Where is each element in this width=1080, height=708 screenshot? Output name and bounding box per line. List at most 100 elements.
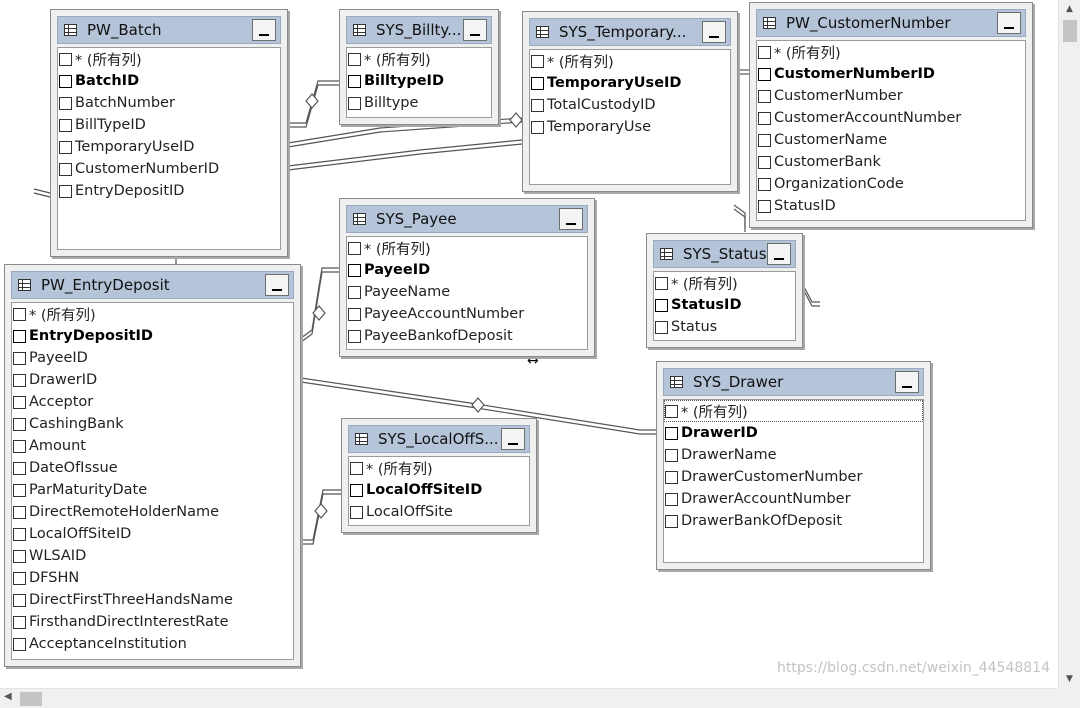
column-row[interactable]: DrawerID [12, 369, 293, 391]
checkbox-icon[interactable] [13, 461, 26, 475]
checkbox-icon[interactable] [531, 54, 544, 68]
checkbox-icon[interactable] [13, 549, 26, 563]
checkbox-icon[interactable] [665, 470, 678, 484]
column-row[interactable]: CustomerNumberID [58, 158, 280, 180]
minimize-icon[interactable] [559, 208, 583, 230]
column-row[interactable]: PayeeAccountNumber [347, 303, 587, 325]
checkbox-icon[interactable] [348, 329, 361, 343]
relationship-line[interactable] [287, 143, 523, 171]
column-row[interactable]: CustomerBank [757, 151, 1025, 173]
checkbox-icon[interactable] [655, 298, 668, 312]
checkbox-icon[interactable] [13, 593, 26, 607]
column-row[interactable]: CustomerNumber [757, 85, 1025, 107]
column-row[interactable]: BillTypeID [58, 114, 280, 136]
checkbox-icon[interactable] [348, 52, 361, 66]
scroll-down-icon[interactable]: ▼ [1066, 674, 1073, 684]
scroll-up-icon[interactable]: ▲ [1066, 4, 1073, 14]
relationship-line[interactable] [300, 381, 656, 435]
checkbox-icon[interactable] [348, 74, 361, 88]
column-row[interactable]: PayeeID [347, 259, 587, 281]
checkbox-icon[interactable] [758, 111, 771, 125]
column-row[interactable]: Status [654, 316, 795, 338]
table-pw-customernumber[interactable]: PW_CustomerNumber* (所有列)CustomerNumberID… [749, 2, 1033, 228]
column-row[interactable]: BatchID [58, 70, 280, 92]
column-row[interactable]: StatusID [654, 294, 795, 316]
relationship-line[interactable] [802, 284, 820, 303]
column-row[interactable]: * (所有列) [530, 50, 730, 72]
table-header[interactable]: SYS_Drawer [663, 368, 924, 396]
minimize-icon[interactable] [463, 19, 487, 41]
column-row[interactable]: Billtype [347, 92, 491, 114]
checkbox-icon[interactable] [665, 492, 678, 506]
checkbox-icon[interactable] [531, 98, 544, 112]
column-row[interactable]: CashingBank [12, 413, 293, 435]
column-row[interactable]: LocalOffSite [349, 501, 529, 523]
column-row[interactable]: CustomerAccountNumber [757, 107, 1025, 129]
column-row[interactable]: CustomerNumberID [757, 63, 1025, 85]
table-header[interactable]: SYS_LocalOffS... [348, 425, 530, 453]
relationship-line[interactable] [33, 188, 51, 194]
minimize-icon[interactable] [702, 21, 726, 43]
column-row[interactable]: * (所有列) [12, 303, 293, 325]
checkbox-icon[interactable] [350, 483, 363, 497]
column-row[interactable]: * (所有列) [347, 237, 587, 259]
checkbox-icon[interactable] [13, 505, 26, 519]
checkbox-icon[interactable] [13, 329, 26, 343]
checkbox-icon[interactable] [758, 199, 771, 213]
checkbox-icon[interactable] [59, 52, 72, 66]
checkbox-icon[interactable] [350, 461, 363, 475]
minimize-icon[interactable] [767, 243, 791, 265]
checkbox-icon[interactable] [13, 527, 26, 541]
column-row[interactable]: * (所有列) [58, 48, 280, 70]
checkbox-icon[interactable] [13, 637, 26, 651]
table-header[interactable]: PW_Batch [57, 16, 281, 44]
relationship-line[interactable] [287, 139, 523, 167]
checkbox-icon[interactable] [348, 307, 361, 321]
column-row[interactable]: * (所有列) [349, 457, 529, 479]
table-header[interactable]: SYS_Status [653, 240, 796, 268]
checkbox-icon[interactable] [655, 320, 668, 334]
column-row[interactable]: LocalOffSiteID [12, 523, 293, 545]
column-row[interactable]: DirectFirstThreeHandsName [12, 589, 293, 611]
column-row[interactable]: TemporaryUseID [530, 72, 730, 94]
checkbox-icon[interactable] [348, 241, 361, 255]
relationship-line[interactable] [301, 493, 341, 545]
checkbox-icon[interactable] [13, 395, 26, 409]
column-row[interactable]: FirsthandDirectInterestRate [12, 611, 293, 633]
checkbox-icon[interactable] [59, 162, 72, 176]
column-row[interactable]: EntryDepositID [58, 180, 280, 202]
relationship-line[interactable] [300, 377, 656, 431]
checkbox-icon[interactable] [13, 483, 26, 497]
relationship-line[interactable] [33, 192, 51, 198]
column-row[interactable]: DrawerID [664, 422, 923, 444]
column-row[interactable]: * (所有列) [654, 272, 795, 294]
relationship-line[interactable] [287, 121, 523, 148]
column-row[interactable]: Acceptor [12, 391, 293, 413]
checkbox-icon[interactable] [59, 74, 72, 88]
column-row[interactable]: PayeeBankofDeposit [347, 325, 587, 347]
column-row[interactable]: CustomerName [757, 129, 1025, 151]
column-row[interactable]: DrawerAccountNumber [664, 488, 923, 510]
horizontal-scroll-thumb[interactable] [20, 692, 42, 706]
checkbox-icon[interactable] [350, 505, 363, 519]
horizontal-scrollbar[interactable]: ◀ [0, 688, 1058, 708]
checkbox-icon[interactable] [13, 373, 26, 387]
checkbox-icon[interactable] [13, 351, 26, 365]
checkbox-icon[interactable] [665, 448, 678, 462]
relationship-line[interactable] [733, 208, 746, 232]
checkbox-icon[interactable] [13, 615, 26, 629]
column-row[interactable]: * (所有列) [664, 400, 923, 422]
table-header[interactable]: PW_CustomerNumber [756, 9, 1026, 37]
scroll-left-icon[interactable]: ◀ [4, 691, 12, 702]
column-row[interactable]: PayeeID [12, 347, 293, 369]
column-row[interactable]: BatchNumber [58, 92, 280, 114]
column-row[interactable]: * (所有列) [347, 48, 491, 70]
relationship-line[interactable] [300, 271, 339, 343]
checkbox-icon[interactable] [665, 514, 678, 528]
checkbox-icon[interactable] [348, 96, 361, 110]
